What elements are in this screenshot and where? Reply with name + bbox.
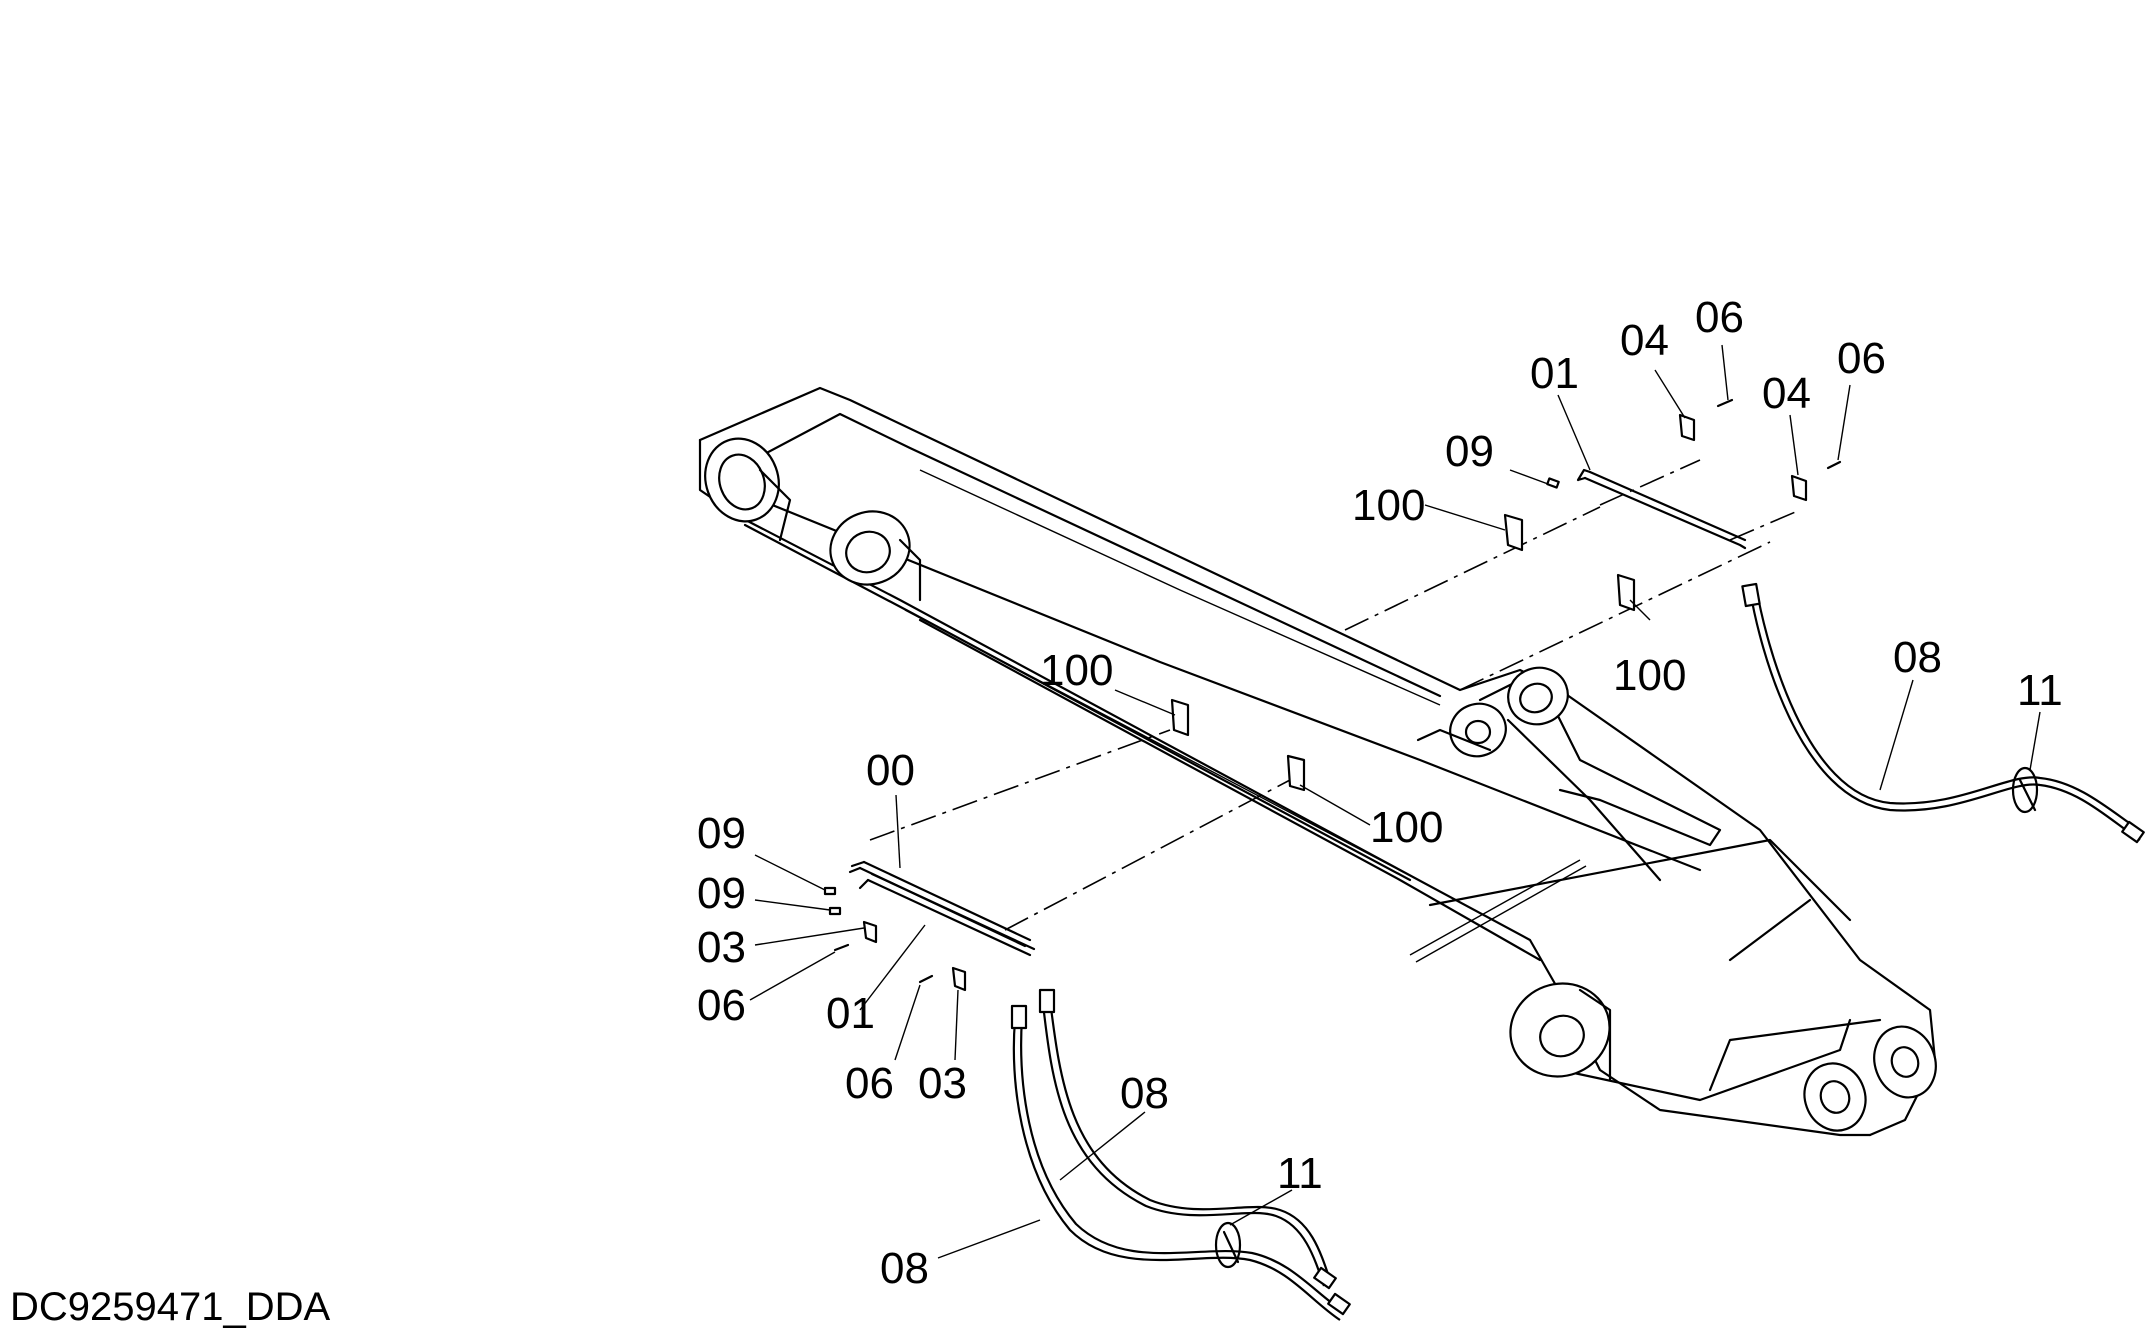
label-01-top: 01 [1530, 349, 1579, 398]
label-11-right: 11 [2017, 666, 2063, 715]
label-08-bottom: 08 [880, 1244, 929, 1293]
leader-lines [749, 344, 2041, 1259]
part-labels: 01 04 06 04 06 09 100 100 100 100 08 11 … [697, 293, 2063, 1293]
label-100-a: 100 [1352, 481, 1425, 530]
label-08-right: 08 [1893, 633, 1942, 682]
label-100-b: 100 [1613, 651, 1686, 700]
label-03-b: 03 [918, 1059, 967, 1108]
label-04-a: 04 [1620, 316, 1669, 365]
label-100-d: 100 [1370, 803, 1443, 852]
label-06-a: 06 [1695, 293, 1744, 342]
label-09-c: 09 [697, 869, 746, 918]
label-100-c: 100 [1040, 646, 1113, 695]
label-04-b: 04 [1762, 369, 1811, 418]
label-01-bottom: 01 [826, 989, 875, 1038]
centerlines [869, 459, 1801, 931]
label-03-a: 03 [697, 923, 746, 972]
boom-arm [698, 386, 1937, 1137]
drawing-code: DC9259471_DDA [10, 1285, 331, 1329]
label-06-b: 06 [1837, 334, 1886, 383]
upper-pipe-assembly [1170, 398, 2145, 844]
lower-pipe-assembly [823, 860, 1351, 1321]
label-09-top: 09 [1445, 427, 1494, 476]
label-09-b: 09 [697, 809, 746, 858]
label-08-mid: 08 [1120, 1069, 1169, 1118]
label-06-d: 06 [845, 1059, 894, 1108]
label-11-bottom: 11 [1277, 1149, 1323, 1198]
label-00: 00 [866, 746, 915, 795]
label-06-c: 06 [697, 981, 746, 1030]
